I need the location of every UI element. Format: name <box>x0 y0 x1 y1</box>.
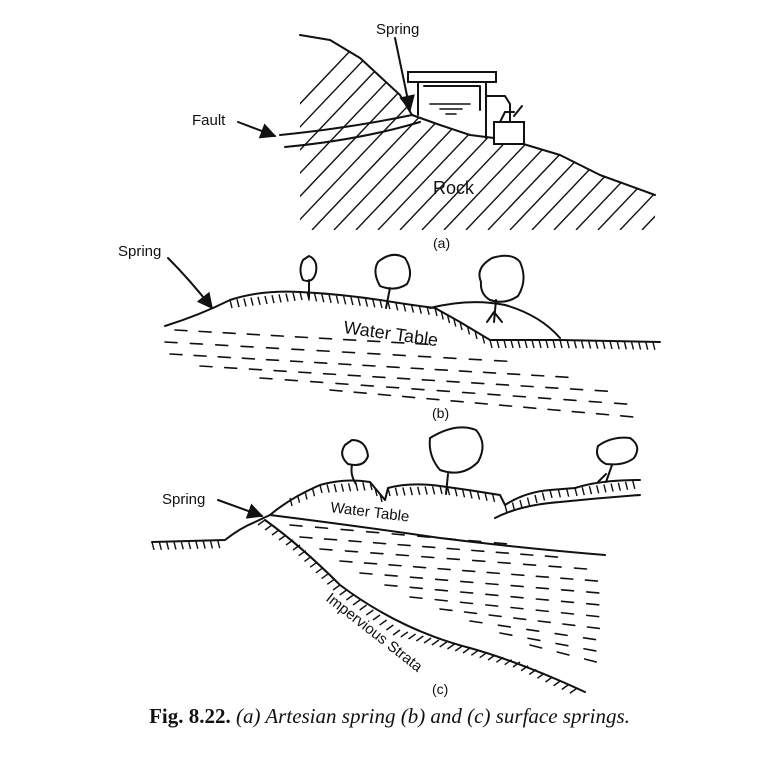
impervious-strata-label: Impervious Strata <box>323 590 427 676</box>
panel-c-sublabel: (c) <box>432 681 448 697</box>
ground-hatching-c <box>151 480 636 551</box>
impervious-hatching <box>257 519 578 694</box>
panel-b: Spring Water Table (b) <box>118 243 661 421</box>
fault-arrow <box>237 121 277 139</box>
tree-icon <box>478 254 525 323</box>
figure-caption: Fig. 8.22. (a) Artesian spring (b) and (… <box>0 704 779 729</box>
tree-icon <box>374 253 411 309</box>
water-table-dashes-b <box>164 329 634 418</box>
spring-arrow-a <box>394 37 415 112</box>
ground-hatching-b <box>229 291 656 351</box>
panel-b-sublabel: (b) <box>432 405 449 421</box>
spring-label-c: Spring <box>162 491 205 508</box>
figure-number: Fig. 8.22. <box>149 704 231 728</box>
ground-surface-c-lower <box>494 494 641 519</box>
panel-c: Spring Water Table Impervious Strata (c) <box>151 426 641 697</box>
tree-icon <box>299 255 318 299</box>
fault-line-upper <box>279 114 413 136</box>
tree-icon <box>428 426 484 495</box>
water-table-dashes-c <box>289 524 601 663</box>
panel-a-sublabel: (a) <box>433 235 450 251</box>
tree-icon <box>596 436 639 483</box>
spring-label-a: Spring <box>376 21 419 38</box>
panel-a: Spring Fault Rock (a) <box>192 21 656 251</box>
tree-icon <box>341 439 369 485</box>
spring-label-b: Spring <box>118 243 161 260</box>
ground-surface-b <box>164 290 661 343</box>
mound-b <box>429 301 561 339</box>
water-table-label-c: Water Table <box>330 499 411 526</box>
fault-line-lower <box>284 121 421 148</box>
water-table-line-c <box>269 514 606 556</box>
rock-hatching <box>300 35 655 230</box>
water-table-label-b: Water Table <box>342 317 439 350</box>
spring-arrow-c <box>217 499 264 519</box>
spring-arrow-b <box>167 257 213 310</box>
fault-label: Fault <box>192 112 226 129</box>
rock-label: Rock <box>433 178 475 198</box>
spring-chamber <box>407 71 525 145</box>
impervious-strata-line <box>264 519 586 693</box>
figure-caption-text: (a) Artesian spring (b) and (c) surface … <box>236 704 630 728</box>
